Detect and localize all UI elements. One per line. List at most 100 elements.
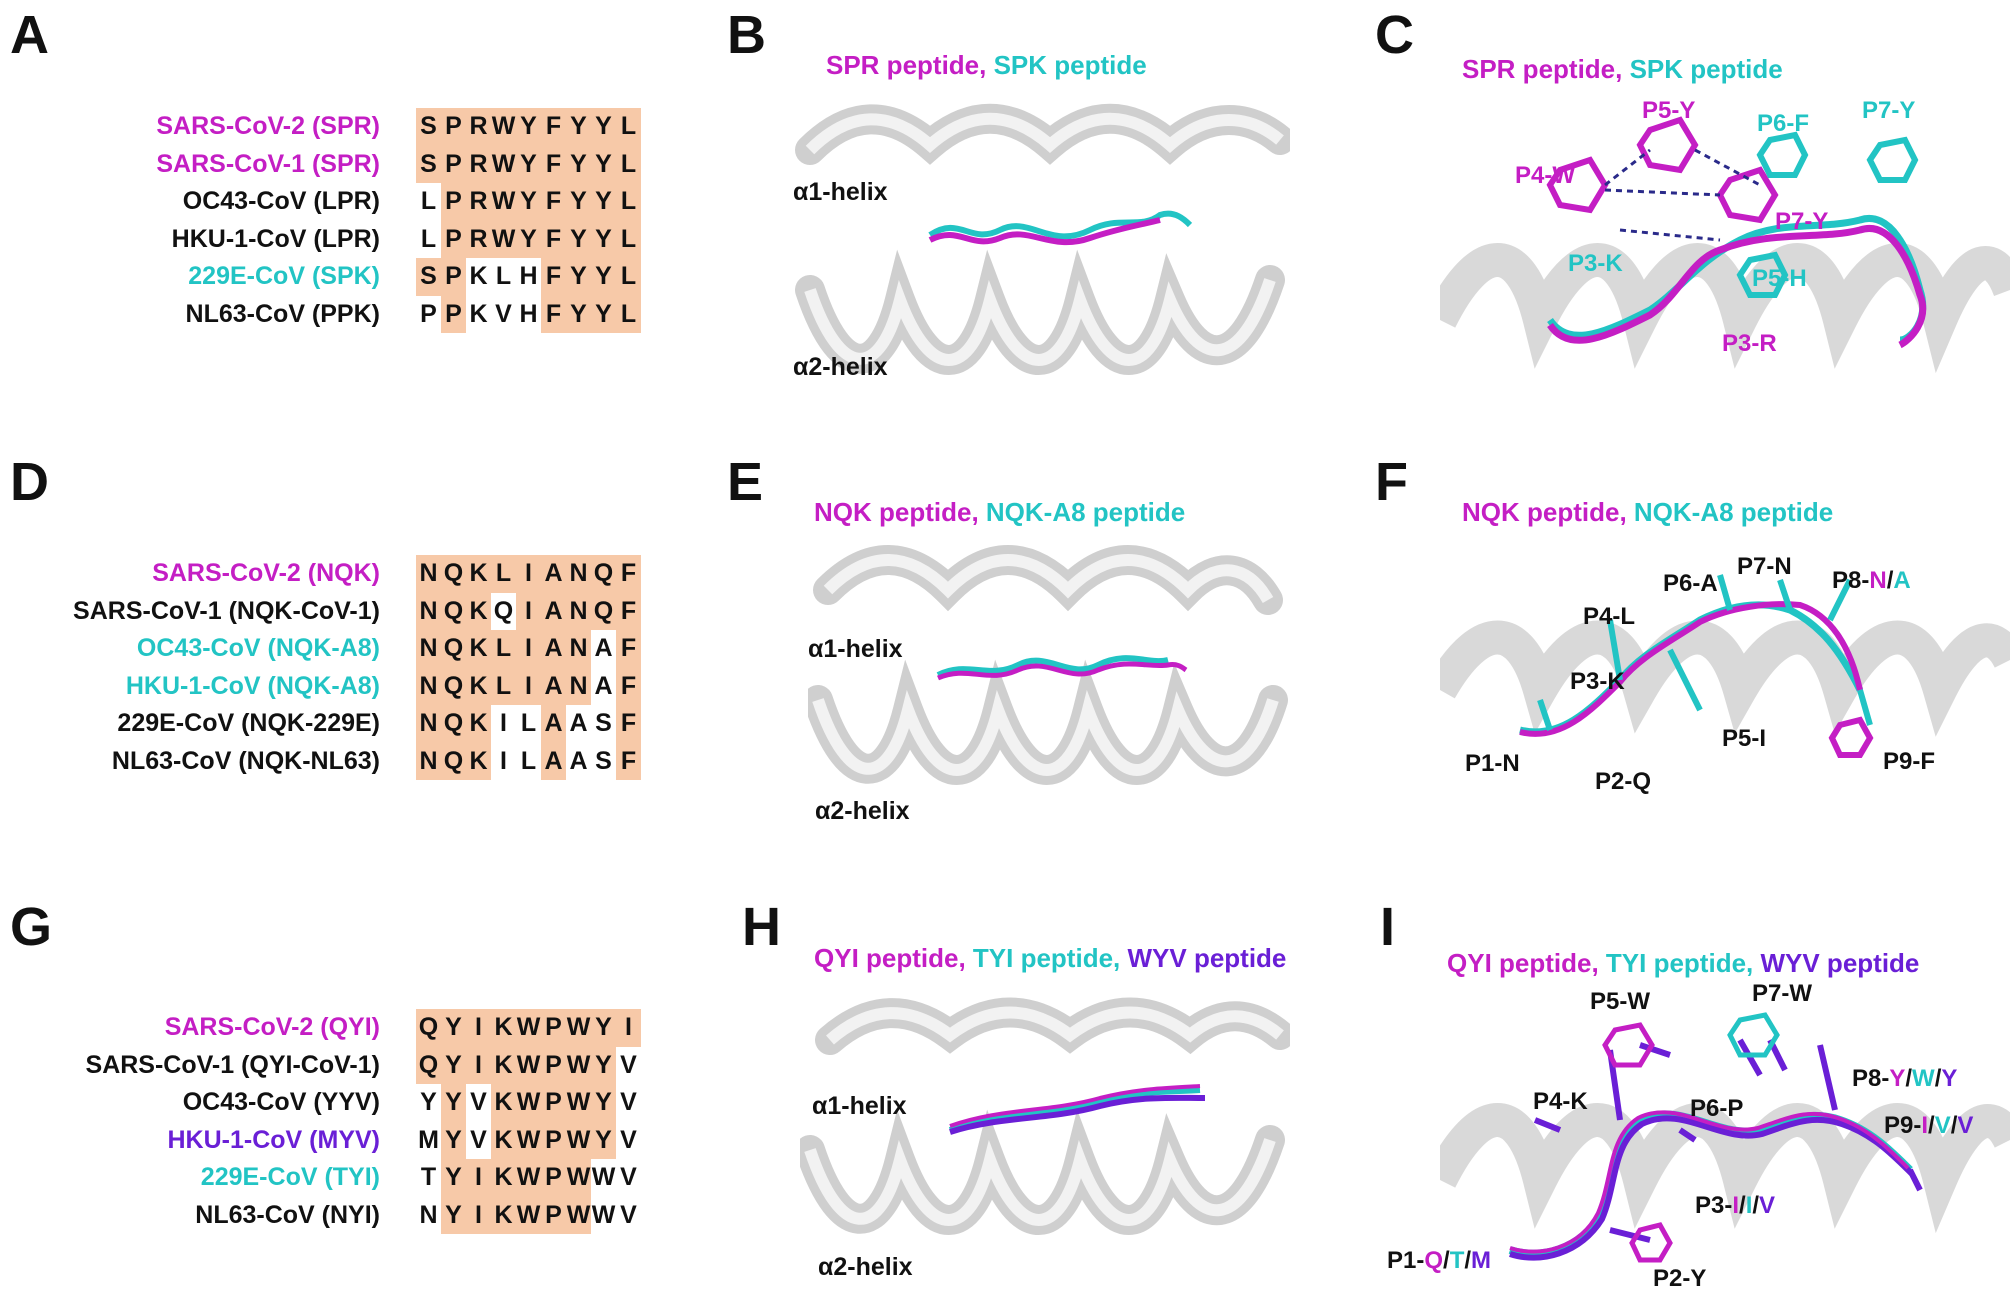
caption-f: NQK peptide, NQK-A8 peptide xyxy=(1462,497,1833,528)
residue-cell: Y xyxy=(591,145,616,183)
residue-cell: Q xyxy=(441,705,466,743)
residue-cell: A xyxy=(569,746,588,775)
residue-cell: Q xyxy=(416,1046,441,1084)
residue-label-i-3: P4-K xyxy=(1533,1088,1588,1116)
residue-cell: Y xyxy=(566,220,591,258)
text-segment: I xyxy=(1745,1192,1753,1219)
residue-cell: I xyxy=(516,630,541,668)
residue-label-f-4: P3-K xyxy=(1570,668,1625,696)
residue-cell: Y xyxy=(441,1196,466,1234)
residue-cell: Q xyxy=(591,592,616,630)
residue-label-c-7: P5-H xyxy=(1752,265,1807,293)
text-segment: P7-N xyxy=(1737,553,1792,580)
residue-label-i-2: P7-W xyxy=(1752,980,1812,1008)
residue-cell: P xyxy=(541,1009,566,1047)
residue-cell: A xyxy=(541,555,566,593)
residue-cell: Y xyxy=(566,258,591,296)
residue-cell: R xyxy=(466,145,491,183)
text-segment: P7-Y xyxy=(1862,97,1916,124)
residue-cell: N xyxy=(416,705,441,743)
residue-cell: W xyxy=(491,145,516,183)
residue-cell: F xyxy=(541,108,566,146)
residue-cell: Y xyxy=(516,145,541,183)
p5-h-ring xyxy=(1736,251,1789,298)
residue-cell: K xyxy=(466,592,491,630)
residue-label-f-6: P1-N xyxy=(1465,750,1520,778)
residue-cell: S xyxy=(416,108,441,146)
residue-cell: Y xyxy=(591,295,616,333)
residue-cell: A xyxy=(541,592,566,630)
text-segment: P5-W xyxy=(1590,988,1650,1015)
text-segment: P5-H xyxy=(1752,265,1807,292)
p2-y-ring xyxy=(1629,1222,1673,1263)
text-segment: SPR peptide, xyxy=(1462,54,1623,84)
panel-letter-c: C xyxy=(1375,5,1414,65)
residue-cell: F xyxy=(616,555,641,593)
text-segment: QYI peptide, xyxy=(814,943,966,973)
residue-cell: L xyxy=(616,220,641,258)
residue-cell: I xyxy=(466,1196,491,1234)
helix-backdrop xyxy=(1440,243,2010,374)
residue-cell: K xyxy=(466,555,491,593)
text-segment: TYI peptide, xyxy=(965,943,1121,973)
text-segment: W xyxy=(1912,1065,1935,1092)
alpha1-helix-ribbon xyxy=(813,545,1283,615)
text-segment: P2-Q xyxy=(1595,768,1652,795)
residue-cell: P xyxy=(541,1121,566,1159)
spk-peptide-trace xyxy=(928,210,1193,240)
residue-cell: P xyxy=(420,299,437,328)
residue-cell: W xyxy=(566,1046,591,1084)
residue-cell: W xyxy=(566,1009,591,1047)
peptide-stick-model-f xyxy=(1440,574,2010,758)
residue-cell: Q xyxy=(591,555,616,593)
residue-label-c-6: P3-K xyxy=(1568,250,1623,278)
residue-cell: P xyxy=(541,1046,566,1084)
residue-cell: L xyxy=(491,630,516,668)
residue-cell: F xyxy=(541,145,566,183)
alpha1-helix-ribbon xyxy=(815,997,1290,1055)
residue-cell: V xyxy=(620,1200,637,1229)
residue-label-f-3: P4-L xyxy=(1583,603,1635,631)
p9-f-ring xyxy=(1828,716,1874,758)
residue-cell: Y xyxy=(420,1088,437,1117)
text-segment: P3- xyxy=(1695,1192,1733,1219)
text-segment: P6-P xyxy=(1690,1095,1744,1122)
spr-backbone xyxy=(1547,224,1927,349)
residue-cell: V xyxy=(495,299,512,328)
wyv-backbone xyxy=(1509,1115,1915,1261)
text-segment: P4-L xyxy=(1583,603,1636,630)
residue-cell: I xyxy=(516,667,541,705)
caption-h: QYI peptide, TYI peptide, WYV peptide xyxy=(814,943,1286,974)
mhc-groove-structure-h xyxy=(800,997,1290,1235)
alpha1-helix-label-b: α1-helix xyxy=(793,178,888,206)
residue-cell: A xyxy=(594,634,613,663)
text-segment: peptide xyxy=(1186,943,1287,973)
strain-name: HKU-1-CoV (LPR) xyxy=(171,224,380,253)
residue-label-f-1: P6-A xyxy=(1663,570,1718,598)
text-segment: / xyxy=(1950,1112,1958,1139)
strain-name: NL63-CoV (NYI) xyxy=(195,1200,380,1229)
strain-name: 229E-CoV (SPK) xyxy=(188,262,380,291)
text-segment: I xyxy=(1921,1112,1929,1139)
residue-cell: P xyxy=(541,1084,566,1122)
residue-cell: F xyxy=(616,592,641,630)
alpha2-helix-label-e: α2-helix xyxy=(815,797,910,825)
text-segment: P3-R xyxy=(1722,330,1777,357)
residue-cell: P xyxy=(441,220,466,258)
residue-cell: W xyxy=(516,1196,541,1234)
residue-cell: Y xyxy=(516,220,541,258)
strain-name: SARS-CoV-1 (NQK-CoV-1) xyxy=(73,596,380,625)
residue-cell: W xyxy=(516,1121,541,1159)
residue-cell: Y xyxy=(441,1121,466,1159)
residue-cell: W xyxy=(516,1009,541,1047)
text-segment: I xyxy=(1732,1192,1740,1219)
